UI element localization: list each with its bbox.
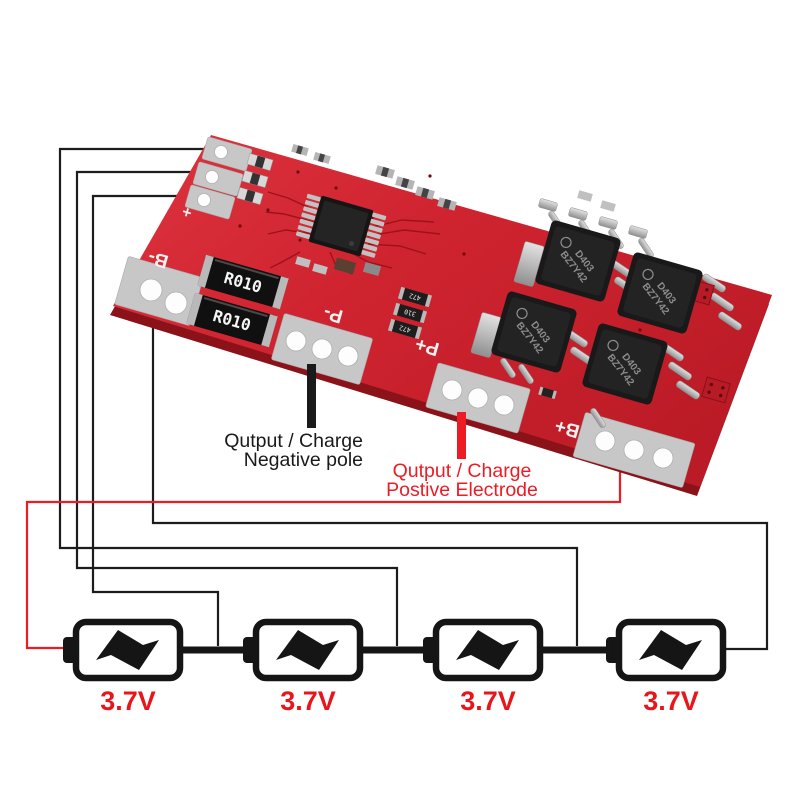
annotation-negative: Qutput / Charge Negative pole xyxy=(224,364,363,471)
battery-voltage-label-1: 3.7V xyxy=(100,686,156,716)
smd-resistor-472a: 472 xyxy=(397,286,433,308)
battery-cell-2 xyxy=(243,618,364,682)
terminal-pads xyxy=(114,256,695,488)
lightning-bolt-icon xyxy=(639,630,702,670)
pcb-traces xyxy=(265,191,441,275)
p-minus-hole-2 xyxy=(311,338,333,360)
sense-pad-1-hole xyxy=(214,145,228,159)
b-minus-hole-1 xyxy=(139,278,163,302)
b-minus-hole-2 xyxy=(164,291,188,315)
battery-voltage-label-4: 3.7V xyxy=(643,686,699,716)
positive-label-line2: Postive Electrode xyxy=(386,479,538,501)
b-plus-hole-1 xyxy=(594,430,616,452)
negative-label-line1: Qutput / Charge xyxy=(224,430,363,452)
shunt-resistor-1: R010 xyxy=(197,254,289,310)
positive-pointer-line xyxy=(457,412,466,459)
smd-label: 472 xyxy=(398,323,412,334)
b-minus-wire xyxy=(151,312,769,651)
smd-resistor-310: 310 xyxy=(392,302,428,324)
p-minus-hole-1 xyxy=(285,330,307,352)
p-minus-hole-3 xyxy=(337,345,359,367)
smd-components: 472 310 472 xyxy=(236,143,616,400)
p-plus-hole-1 xyxy=(441,379,463,401)
p-plus-hole-2 xyxy=(467,387,489,409)
mosfet-3: D403 BZ7Y42 xyxy=(491,291,577,373)
b-plus-hole-2 xyxy=(623,439,645,461)
sense-pads xyxy=(184,136,253,220)
battery-voltage-label-2: 3.7V xyxy=(280,686,336,716)
shunt-resistor-2: R010 xyxy=(186,292,278,348)
battery-cell-1 xyxy=(63,618,184,682)
sense-wires xyxy=(58,147,769,651)
lightning-bolt-icon xyxy=(96,630,159,670)
control-ic xyxy=(295,193,387,258)
lightning-bolt-icon xyxy=(276,630,339,670)
smd-label: 472 xyxy=(408,291,422,302)
mosfet-1: D403 BZ7Y42 xyxy=(535,220,621,302)
battery-cell-4 xyxy=(606,618,727,682)
p-plus-hole-3 xyxy=(493,394,515,416)
annotation-positive: Qutput / Charge Postive Electrode xyxy=(386,412,538,501)
positive-label-line1: Qutput / Charge xyxy=(393,460,532,482)
b-plus-red-wire xyxy=(25,470,622,650)
sense-wire-3 xyxy=(91,194,220,646)
sense-pad-2-hole xyxy=(205,170,219,184)
board-face xyxy=(113,135,772,487)
smd-label: 310 xyxy=(403,307,417,318)
sense-wire-2 xyxy=(75,170,399,646)
b-plus-hole-3 xyxy=(652,447,674,469)
ic-pins xyxy=(295,193,387,258)
bms-board: B- P- P+ B+ + 47 xyxy=(110,135,772,496)
negative-pointer-line xyxy=(307,364,316,428)
negative-label-line2: Negative pole xyxy=(244,449,363,471)
sense-pad-3-hole xyxy=(197,193,211,207)
mosfet-4: D403 BZ7Y42 xyxy=(582,323,668,405)
mosfet-2: D403 BZ7Y42 xyxy=(617,252,703,334)
pcb-vias xyxy=(238,170,642,332)
battery-pack: 3.7V 3.7V 3.7V 3.7V xyxy=(63,618,727,716)
sense-wire-1 xyxy=(58,147,579,646)
lightning-bolt-icon xyxy=(456,630,519,670)
ic-top-face xyxy=(313,200,369,252)
battery-cell-3 xyxy=(423,618,544,682)
smd-resistor-472b: 472 xyxy=(387,318,423,340)
silk-plus-mark: + xyxy=(180,204,194,223)
battery-voltage-label-3: 3.7V xyxy=(460,686,516,716)
ic-pin1-dot xyxy=(349,241,355,247)
